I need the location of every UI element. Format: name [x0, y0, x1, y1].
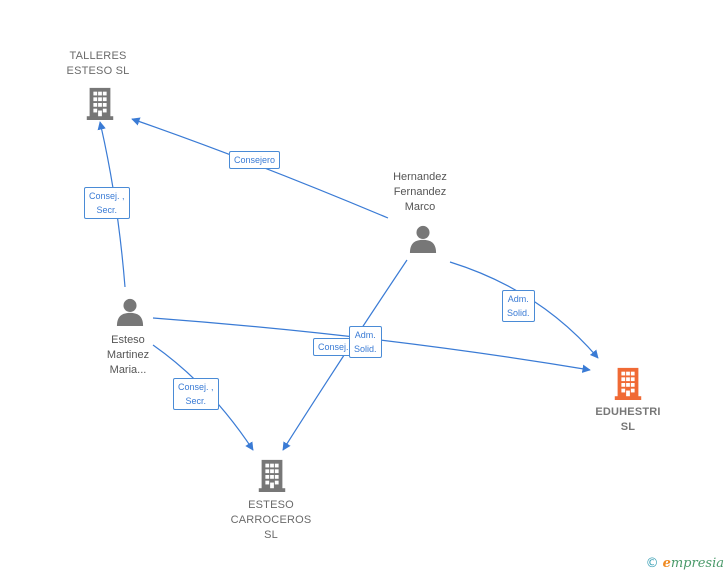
node-carroceros-label[interactable]: ESTESO CARROCEROS SL: [230, 499, 312, 541]
edge-label-consej-partial[interactable]: Consej.: [313, 338, 354, 356]
edge-label-adm-solid-2[interactable]: Adm. Solid.: [349, 326, 382, 358]
edge-label-adm-solid-1[interactable]: Adm. Solid.: [502, 290, 535, 322]
building-icon: [86, 87, 114, 120]
copyright-icon: ©: [645, 556, 659, 571]
edge-label-consejero[interactable]: Consejero: [229, 151, 281, 169]
node-eduhestri-label[interactable]: EDUHESTRI SL: [595, 406, 661, 433]
edge-hernandez-carroceros: [282, 259, 408, 451]
person-icon: [116, 298, 144, 326]
node-talleres-label[interactable]: TALLERES ESTESO SL: [66, 50, 130, 77]
edge-label-consej-secr-2[interactable]: Consej. , Secr.: [173, 378, 219, 410]
node-esteso-person-label[interactable]: Esteso Martinez Maria...: [106, 334, 150, 376]
edge-label-consej-secr-1[interactable]: Consej. , Secr.: [84, 187, 130, 219]
building-icon: [614, 367, 642, 400]
node-hernandez-label[interactable]: Hernandez Fernandez Marco: [393, 171, 447, 213]
empresia-logo: ©empresia: [645, 556, 724, 571]
person-icon: [409, 225, 437, 253]
building-icon: [258, 459, 286, 492]
